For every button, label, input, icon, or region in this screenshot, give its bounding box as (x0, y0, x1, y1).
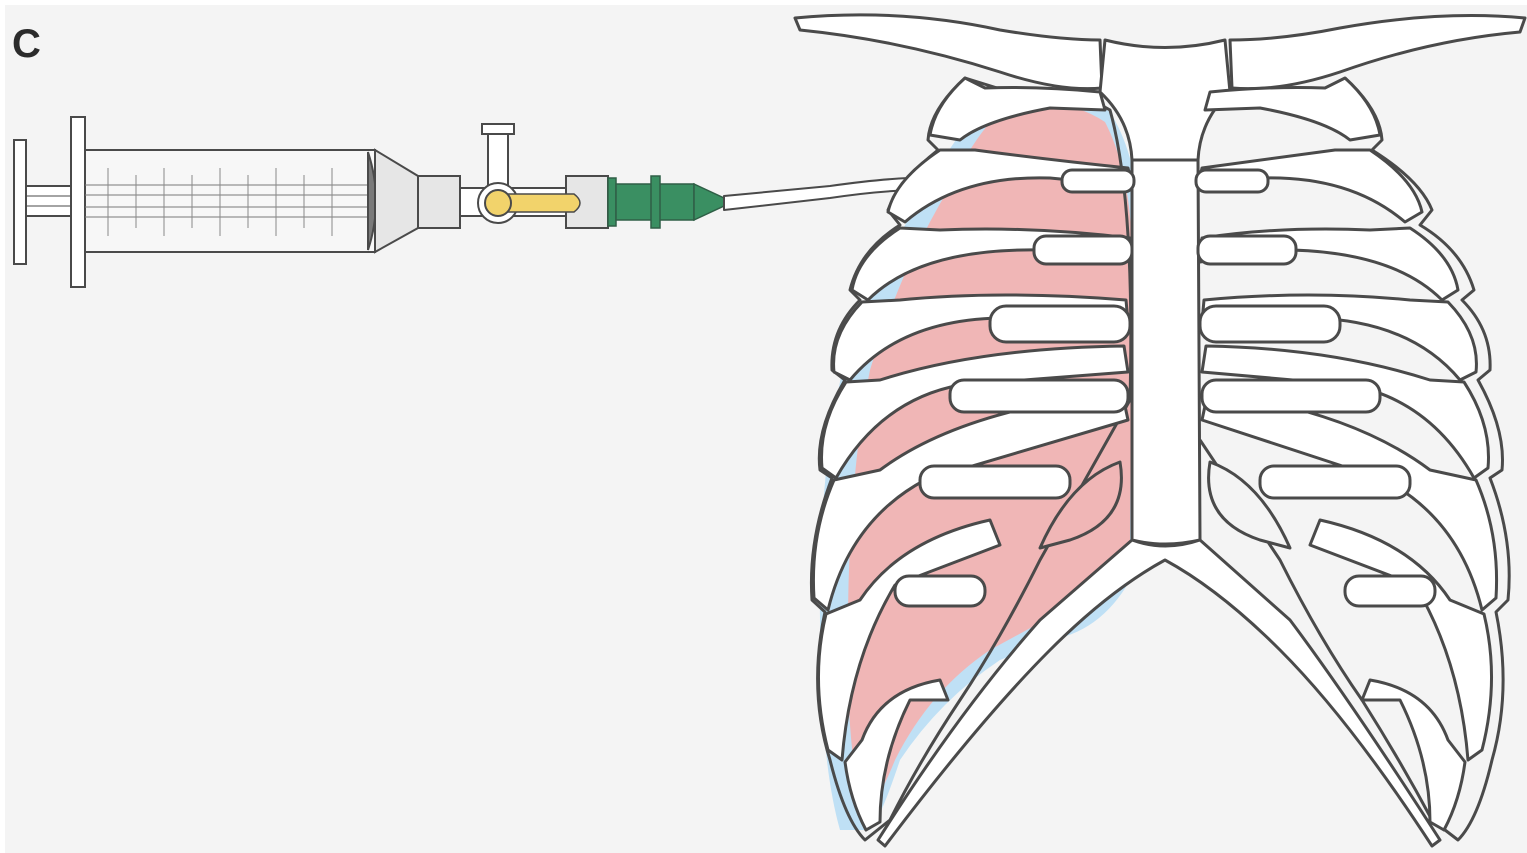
syringe-flange (71, 117, 85, 287)
costal-cartilage-r5 (920, 466, 1070, 498)
costal-cartilage-l5 (1260, 466, 1410, 498)
costal-cartilage-r3 (990, 306, 1130, 342)
figure-top-border (0, 0, 1527, 5)
costal-cartilage-l1 (1196, 170, 1268, 192)
costal-cartilage-l3 (1200, 306, 1340, 342)
syringe-plunger-thumb (14, 140, 26, 264)
syringe-luer-hub (418, 176, 460, 228)
costal-cartilage-l6 (1345, 576, 1435, 606)
costal-cartilage-r6 (895, 576, 985, 606)
costal-cartilage-l2 (1198, 236, 1296, 264)
stopcock-side-port (488, 130, 508, 188)
syringe-plunger-rod (26, 186, 76, 216)
needle-hub-ring (651, 176, 660, 228)
sternum-body (1132, 160, 1200, 544)
costal-cartilage-r4 (950, 380, 1128, 412)
costal-cartilage-l4 (1202, 380, 1380, 412)
costal-cartilage-r2 (1034, 236, 1132, 264)
panel-label: C (12, 22, 41, 67)
costal-cartilage-r1 (1062, 170, 1134, 192)
figure-left-border (0, 0, 5, 853)
